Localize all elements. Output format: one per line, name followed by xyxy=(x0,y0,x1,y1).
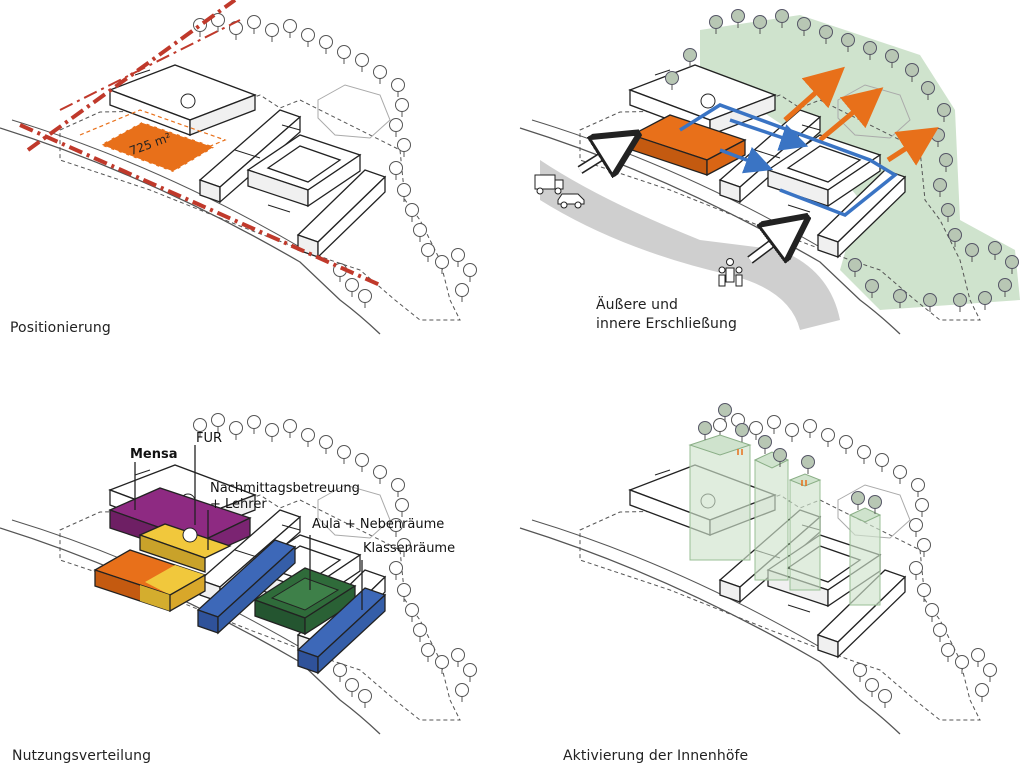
label-aula: Aula + Nebenräume xyxy=(312,517,444,532)
panel-innenhoefe xyxy=(519,403,997,735)
caption-innenhoefe: Aktivierung der Innenhöfe xyxy=(563,748,749,764)
label-nachmittag-2: + Lehrer xyxy=(210,497,267,512)
caption-erschliessung-1: Äußere und xyxy=(596,297,679,313)
label-mensa: Mensa xyxy=(130,447,178,462)
truck-icon xyxy=(534,174,564,195)
car-icon xyxy=(557,193,585,209)
panel-positionierung: 725 m² xyxy=(0,0,477,335)
people-icon xyxy=(718,258,743,287)
panel-nutzung: Mensa FUR Nachmittagsbetreuung + Lehrer … xyxy=(0,414,477,735)
caption-erschliessung-2: innere Erschließung xyxy=(596,316,737,332)
caption-positionierung: Positionierung xyxy=(10,320,111,336)
caption-nutzung: Nutzungsverteilung xyxy=(12,748,152,764)
label-klassen: Klassenräume xyxy=(363,541,455,556)
panel-erschliessung xyxy=(519,10,1020,335)
label-fur: FUR xyxy=(196,431,222,446)
label-nachmittag-1: Nachmittagsbetreuung xyxy=(210,481,360,496)
